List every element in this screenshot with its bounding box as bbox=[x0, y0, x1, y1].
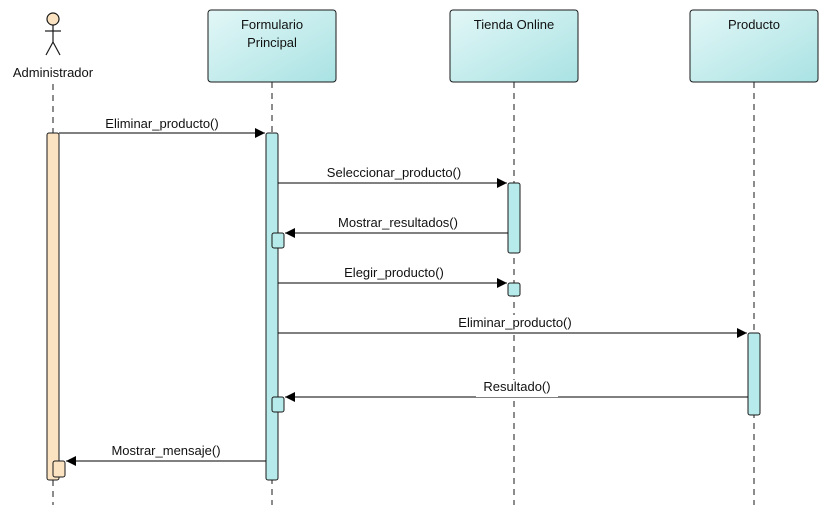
lifeline-title-line-1: Formulario bbox=[241, 17, 303, 32]
activation-bar-tienda-2 bbox=[507, 282, 521, 297]
message-label-5: Eliminar_producto() bbox=[458, 315, 571, 330]
lifeline-title: Tienda Online bbox=[474, 17, 554, 32]
message-label-6-backing bbox=[476, 380, 558, 397]
activation-bar-actor bbox=[46, 132, 60, 481]
message-label-4: Elegir_producto() bbox=[344, 265, 444, 280]
message-label-2: Seleccionar_producto() bbox=[327, 165, 461, 180]
activation-bar-actor-nested bbox=[52, 460, 66, 478]
activation-bar-formulario bbox=[265, 132, 279, 481]
actor-stick-figure-icon bbox=[45, 12, 61, 56]
lifeline-box-producto: Producto bbox=[689, 9, 819, 83]
lifeline-box-tienda: Tienda Online bbox=[449, 9, 579, 83]
activation-bar-producto bbox=[747, 332, 761, 416]
activation-bar-tienda-1 bbox=[507, 182, 521, 254]
activation-bar-formulario-nested-1 bbox=[271, 232, 285, 249]
actor-administrador: Administrador bbox=[13, 12, 94, 80]
activation-bar-formulario-nested-2 bbox=[271, 396, 285, 413]
lifeline-box-formulario: Formulario Principal bbox=[207, 9, 337, 83]
message-label-5-backing bbox=[446, 315, 584, 332]
lifeline-title: Producto bbox=[728, 17, 780, 32]
message-label-7: Mostrar_mensaje() bbox=[111, 443, 220, 458]
message-label-6: Resultado() bbox=[483, 379, 550, 394]
lifeline-title-line-2: Principal bbox=[247, 35, 297, 50]
actor-label: Administrador bbox=[13, 65, 94, 80]
message-label-3: Mostrar_resultados() bbox=[338, 215, 458, 230]
message-label-1: Eliminar_producto() bbox=[105, 116, 218, 131]
